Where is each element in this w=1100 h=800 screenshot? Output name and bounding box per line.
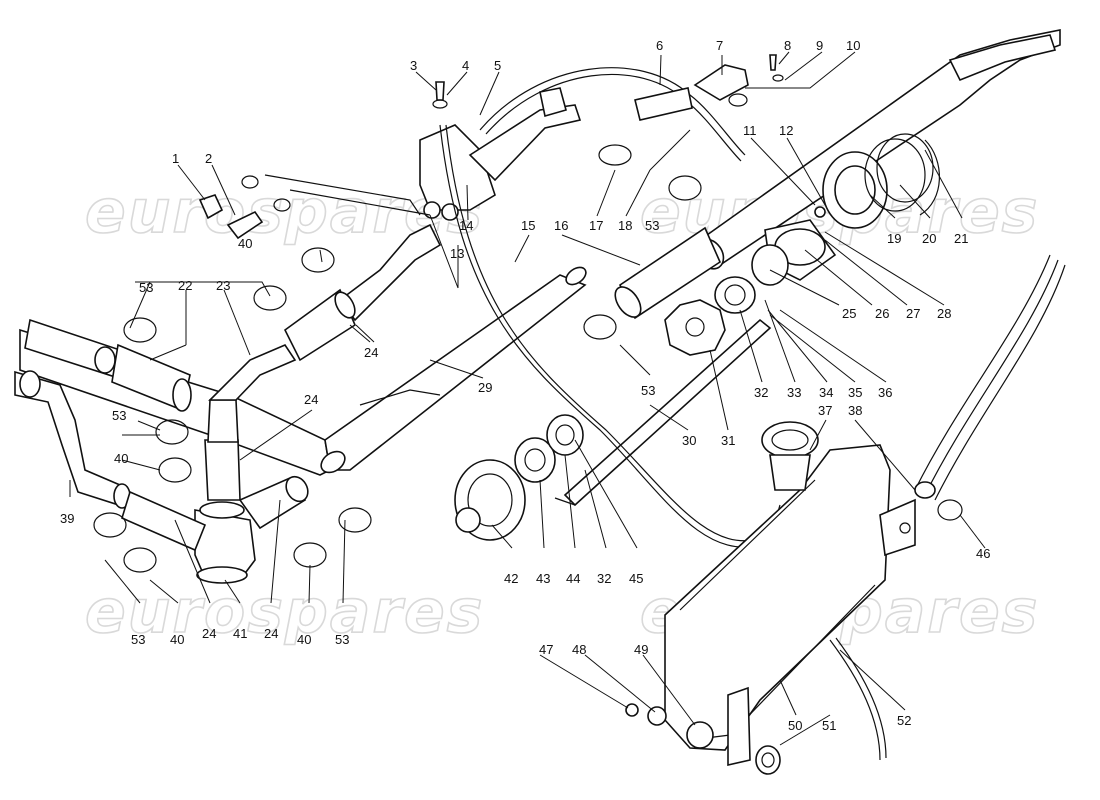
callout-16: 16 [554, 218, 568, 233]
callout-29: 29 [478, 380, 492, 395]
callout-53a: 53 [139, 280, 153, 295]
callout-20: 20 [922, 231, 936, 246]
callout-52: 52 [897, 713, 911, 728]
callout-53b: 53 [645, 218, 659, 233]
callout-22: 22 [178, 278, 192, 293]
callout-37: 37 [818, 403, 832, 418]
pump-shaft [554, 318, 772, 507]
callout-44: 44 [566, 571, 580, 586]
watermark-bottom-left: eurospares [85, 577, 484, 647]
callout-32a: 32 [754, 385, 768, 400]
callout-46: 46 [976, 546, 990, 561]
callout-51: 51 [822, 718, 836, 733]
callout-24c: 24 [202, 626, 216, 641]
callout-39: 39 [60, 511, 74, 526]
callout-10: 10 [846, 38, 860, 53]
callout-53e: 53 [131, 632, 145, 647]
water-pump-assembly [714, 206, 837, 314]
callout-14: 14 [459, 218, 473, 233]
callout-13: 13 [450, 246, 464, 261]
callout-27: 27 [906, 306, 920, 321]
impeller [664, 299, 726, 356]
callout-24a: 24 [364, 345, 378, 360]
callout-15: 15 [521, 218, 535, 233]
callout-31: 31 [721, 433, 735, 448]
callout-50: 50 [788, 718, 802, 733]
callout-25: 25 [842, 306, 856, 321]
filler-neck-assembly [822, 133, 940, 229]
upper-bend-pipe [208, 223, 442, 401]
t-junction [121, 399, 309, 584]
callout-40a: 40 [238, 236, 252, 251]
callout-3: 3 [410, 58, 417, 73]
callout-48: 48 [572, 642, 586, 657]
callout-labels: 1 2 3 4 5 6 7 8 9 10 11 12 13 14 15 16 1… [60, 38, 990, 733]
callout-30: 30 [682, 433, 696, 448]
callout-9: 9 [816, 38, 823, 53]
thermostat-housing [419, 87, 582, 221]
callout-34: 34 [819, 385, 833, 400]
callout-11: 11 [743, 123, 757, 138]
callout-53f: 53 [335, 632, 349, 647]
tank-overflow-hose [914, 254, 1066, 501]
callout-33: 33 [787, 385, 801, 400]
callout-5: 5 [494, 58, 501, 73]
callout-43: 43 [536, 571, 550, 586]
callout-53c: 53 [112, 408, 126, 423]
callout-24b: 24 [304, 392, 318, 407]
left-pipe-segment [24, 318, 192, 412]
sender-fittings [198, 174, 431, 240]
callout-12: 12 [779, 123, 793, 138]
leader-lines [69, 51, 986, 746]
pulley-and-bearings [454, 414, 584, 541]
callout-32b: 32 [597, 571, 611, 586]
callout-19: 19 [887, 231, 901, 246]
callout-47: 47 [539, 642, 553, 657]
callout-28: 28 [937, 306, 951, 321]
tank-fittings [625, 703, 781, 775]
callout-49: 49 [634, 642, 648, 657]
callout-40b: 40 [114, 451, 128, 466]
callout-36: 36 [878, 385, 892, 400]
callout-2: 2 [205, 151, 212, 166]
tank-drain-hose [829, 637, 887, 761]
bolts [432, 54, 784, 109]
callout-23: 23 [216, 278, 230, 293]
callout-45: 45 [629, 571, 643, 586]
callout-40c: 40 [170, 632, 184, 647]
callout-53d: 53 [641, 383, 655, 398]
callout-6: 6 [656, 38, 663, 53]
callout-41: 41 [233, 626, 247, 641]
callout-18: 18 [618, 218, 632, 233]
upper-right-pipe [614, 29, 1061, 320]
callout-17: 17 [589, 218, 603, 233]
callout-26: 26 [875, 306, 889, 321]
callout-24d: 24 [264, 626, 278, 641]
callout-1: 1 [172, 151, 179, 166]
callout-40d: 40 [297, 632, 311, 647]
callout-7: 7 [716, 38, 723, 53]
callout-38: 38 [848, 403, 862, 418]
callout-42: 42 [504, 571, 518, 586]
expansion-tank [664, 421, 916, 767]
callout-8: 8 [784, 38, 791, 53]
callout-4: 4 [462, 58, 469, 73]
callout-35: 35 [848, 385, 862, 400]
upper-small-hose [479, 64, 749, 162]
callout-21: 21 [954, 231, 968, 246]
